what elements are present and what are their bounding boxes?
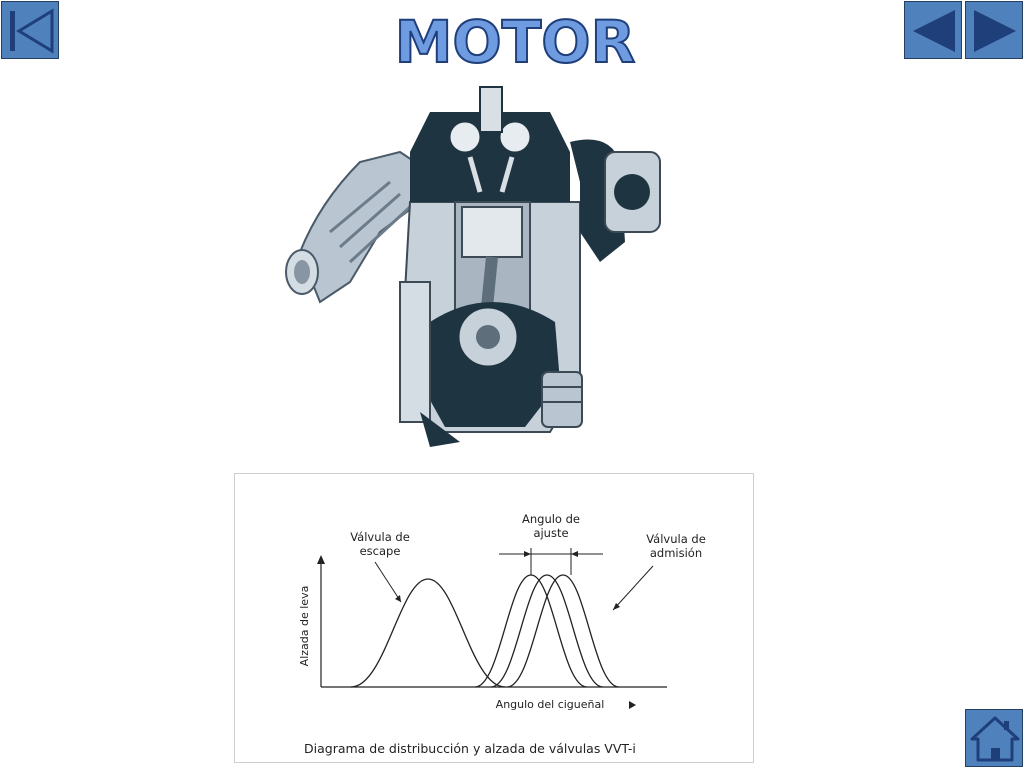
intake-curve-nominal xyxy=(490,574,604,688)
exhaust-leader-arrow xyxy=(395,595,401,602)
x-axis-arrow xyxy=(629,701,636,709)
previous-slide-icon xyxy=(913,10,955,52)
first-slide-button[interactable] xyxy=(1,1,59,59)
y-axis-label: Alzada de leva xyxy=(298,586,311,667)
exhaust-label-line2: escape xyxy=(360,544,401,558)
intake-leader-arrow xyxy=(613,603,620,610)
exhaust-label-leader xyxy=(374,561,402,603)
intake-curve-retarded xyxy=(506,574,620,688)
adjust-arrow-left xyxy=(524,551,531,557)
intake-label-leader xyxy=(612,565,654,611)
valve-timing-diagram: Válvula de escape Angulo de ajuste Válvu… xyxy=(234,473,754,763)
adjust-label-line1: Angulo de xyxy=(522,512,580,526)
next-slide-icon xyxy=(974,10,1016,52)
adjust-label-line2: ajuste xyxy=(533,526,568,540)
next-slide-button[interactable] xyxy=(965,1,1023,59)
page-title: MOTOR xyxy=(394,7,637,76)
diagram-caption: Diagrama de distribucción y alzada de vá… xyxy=(304,741,636,756)
intake-curve-advanced xyxy=(474,574,588,688)
y-axis-arrow xyxy=(317,555,325,564)
x-axis-label: Angulo del cigueñal xyxy=(496,698,605,711)
home-button[interactable] xyxy=(965,709,1023,767)
exhaust-label-line1: Válvula de xyxy=(350,530,410,544)
exhaust-valve-curve xyxy=(350,578,506,688)
previous-slide-button[interactable] xyxy=(904,1,962,59)
home-icon xyxy=(970,716,1020,762)
adjust-arrow-right xyxy=(571,551,578,557)
intake-label-line1: Válvula de xyxy=(646,532,706,546)
intake-label-line2: admisión xyxy=(650,546,702,560)
page-title-text: MOTOR xyxy=(395,8,636,76)
first-slide-icon xyxy=(10,8,54,54)
engine-cutaway-illustration xyxy=(285,86,661,447)
